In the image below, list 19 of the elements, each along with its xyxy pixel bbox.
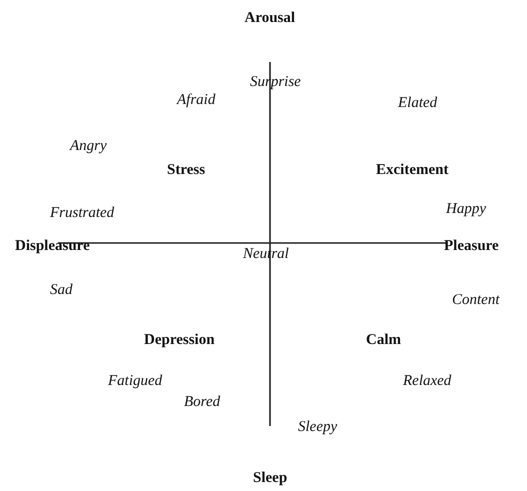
emotion-label: Angry [70,137,107,155]
dimension-label: Calm [366,331,401,349]
emotion-label: Fatigued [108,372,162,390]
emotion-label: Afraid [177,91,216,109]
dimension-label: Sleep [253,469,288,487]
emotion-label: Happy [446,200,486,218]
emotion-label: Relaxed [403,372,452,390]
dimension-label: Stress [167,161,206,179]
emotion-label: Sleepy [298,418,338,436]
emotion-label: Content [452,291,500,309]
emotion-label: Elated [398,94,438,112]
dimension-label: Pleasure [444,237,499,255]
dimension-label: Depression [144,331,215,349]
emotion-label: Bored [184,393,220,411]
dimension-label: Excitement [376,161,448,179]
emotion-label: Frustrated [50,204,114,222]
dimension-label: Displeasure [15,237,90,255]
emotion-label: Sad [50,281,72,299]
dimension-label: Arousal [244,9,296,27]
